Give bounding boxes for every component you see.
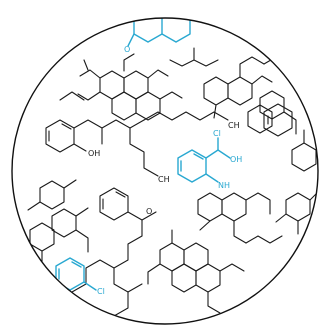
molecule-center-bottom [197, 192, 283, 244]
label-cl-center: Cl [213, 129, 221, 138]
molecule-polycyclic-top [59, 47, 219, 121]
highlighted-molecule-top: O [124, 18, 191, 54]
label-o-small: O [146, 207, 152, 216]
molecule-lower-polycyclic [147, 229, 245, 314]
disc-border [11, 17, 319, 325]
label-o-top: O [124, 45, 130, 54]
label-ch3-mid: CH [158, 175, 170, 184]
highlighted-molecule-bottom: Cl [55, 257, 105, 296]
label-ch3-right: CH [228, 121, 240, 130]
molecule-group: O OH CH CH [27, 18, 318, 317]
highlighted-molecule-center: Cl OH NH [177, 129, 242, 190]
label-nh-center: NH [218, 181, 230, 190]
molecule-right-top [203, 56, 297, 137]
label-oh-center: OH [230, 155, 242, 164]
molecule-right-ring [275, 129, 318, 235]
label-oh-left: OH [88, 149, 100, 158]
molecule-left-phenol: OH CH CH [45, 111, 240, 184]
molecule-ester-chain: O [71, 187, 157, 317]
molecule-left-sugars [27, 179, 89, 265]
label-cl-bottom: Cl [97, 287, 105, 296]
